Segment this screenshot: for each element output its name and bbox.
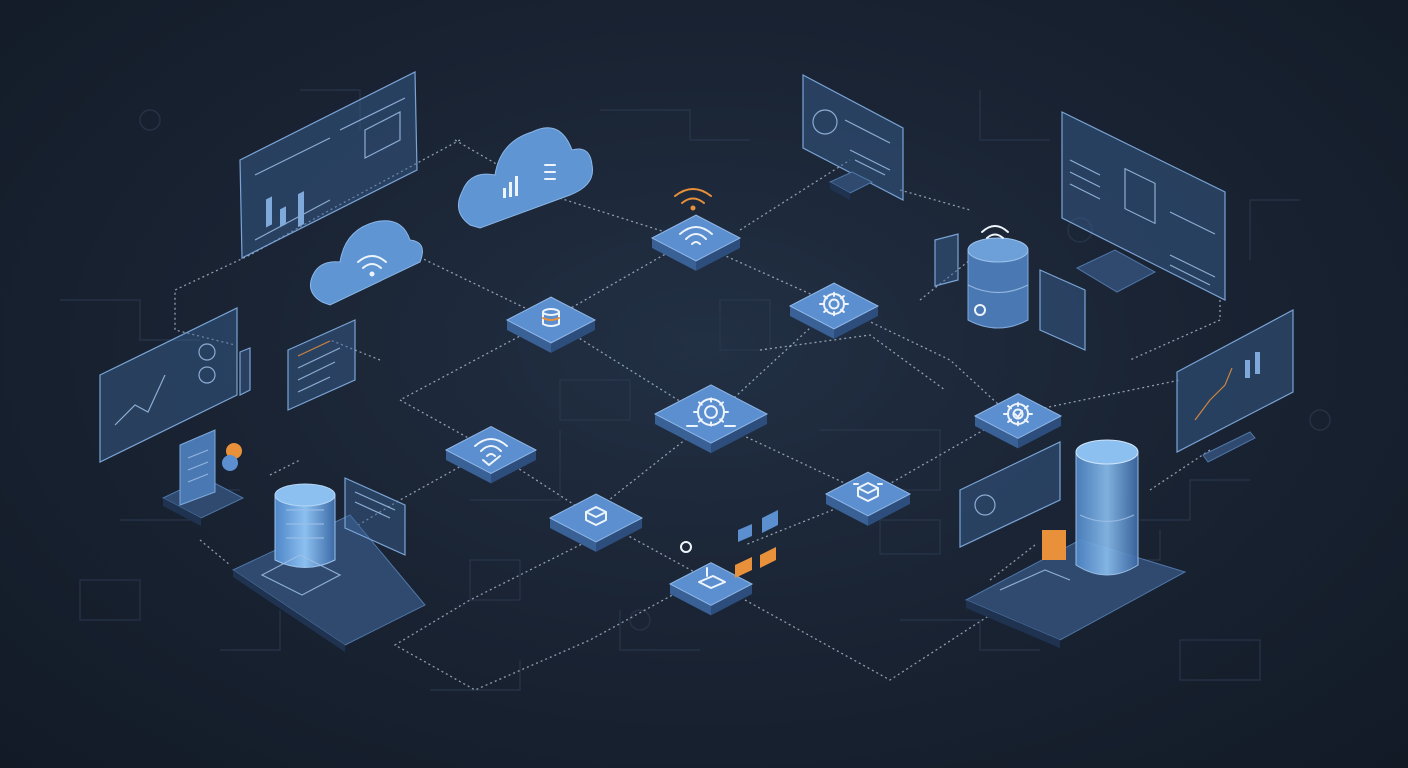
- bar-chart-icon: [503, 164, 556, 198]
- hub-side-right: [834, 306, 878, 339]
- database-icon: [542, 308, 560, 327]
- hub-side-right: [868, 494, 910, 526]
- settings-hub[interactable]: [788, 282, 880, 339]
- right-dashboard-panel: [1061, 111, 1226, 301]
- shield-gear-icon: [1003, 401, 1033, 427]
- wifi-hub[interactable]: [650, 214, 742, 271]
- hub-side-right: [596, 518, 642, 552]
- hub-side-right: [711, 414, 767, 454]
- gear-icon: [819, 291, 849, 317]
- hub-top: [650, 214, 742, 262]
- hub-side-left: [826, 494, 868, 526]
- server-stack: [934, 225, 1086, 351]
- analytics-dashboard-panel: [239, 71, 418, 259]
- hub-top: [653, 384, 769, 444]
- hub-side-right: [1018, 416, 1061, 449]
- circuit-background: [60, 89, 1331, 691]
- code-panel: [287, 319, 356, 411]
- trend-chart-panel: [1176, 308, 1294, 463]
- hub-side-left: [975, 416, 1018, 449]
- wifi-icon: [981, 225, 1009, 239]
- hub-side-left: [790, 306, 834, 339]
- wifi-check-hub[interactable]: [444, 426, 538, 484]
- wifi-icon: [679, 226, 713, 245]
- storage-platform: [959, 439, 1187, 648]
- hub-side-left: [507, 320, 551, 353]
- processor-icon: [853, 482, 883, 502]
- circuit-gear-icon: [686, 397, 736, 427]
- router-hub[interactable]: [668, 562, 754, 616]
- security-hub[interactable]: [973, 393, 1063, 449]
- wifi-signal-icon: [674, 188, 712, 211]
- hub-side-left: [550, 518, 596, 552]
- hub-side-right: [491, 450, 536, 484]
- mini-server: [161, 429, 245, 526]
- router-icon: [698, 567, 726, 589]
- hub-side-right: [551, 320, 595, 353]
- central-hub[interactable]: [653, 384, 769, 454]
- hub-top: [668, 562, 754, 606]
- wifi-check-icon: [474, 438, 508, 466]
- chip-hub[interactable]: [548, 493, 644, 552]
- cloud-wifi: [310, 220, 423, 306]
- cylinder-icon: [1075, 439, 1139, 576]
- hub-side-right: [696, 238, 740, 271]
- processor-hub[interactable]: [824, 471, 912, 526]
- cloud-analytics: [457, 127, 594, 229]
- data-packets: [680, 510, 778, 578]
- hub-top: [444, 426, 538, 474]
- wifi-icon: [357, 255, 387, 277]
- chip-icon: [585, 506, 607, 526]
- hub-side-left: [446, 450, 491, 484]
- database-platform: [231, 477, 426, 652]
- hub-side-left: [652, 238, 696, 271]
- hub-top: [788, 282, 880, 330]
- monitor-dashboard: [802, 74, 904, 201]
- left-trend-panel: [99, 307, 251, 463]
- database-hub[interactable]: [505, 296, 597, 353]
- hub-side-left: [670, 584, 711, 616]
- hub-side-left: [655, 414, 711, 454]
- hub-side-right: [711, 584, 752, 616]
